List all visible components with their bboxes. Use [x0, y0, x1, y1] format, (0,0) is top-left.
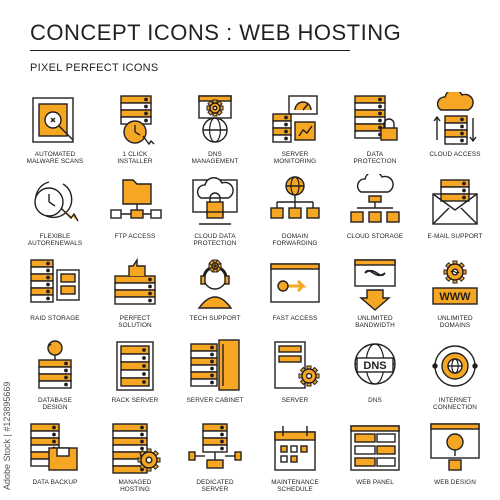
icon-card: FTP ACCESS — [95, 170, 175, 252]
page-subtitle: PIXEL PERFECT ICONS — [30, 62, 159, 74]
domain-forwarding-icon — [267, 174, 323, 230]
icon-card: CLOUD STORAGE — [335, 170, 415, 252]
icon-card: MAINTENANCE SCHEDULE — [255, 416, 335, 498]
icon-label: SERVER CABINET — [186, 397, 244, 404]
icon-card: CLOUD DATA PROTECTION — [175, 170, 255, 252]
server-icon — [267, 338, 323, 394]
icon-card: TECH SUPPORT — [175, 252, 255, 334]
icon-card: SERVER CABINET — [175, 334, 255, 416]
managed-hosting-icon — [107, 420, 163, 476]
ftp-access-icon — [107, 174, 163, 230]
unlimited-bandwidth-icon — [347, 256, 403, 312]
icon-label: WEB DESIGN — [434, 479, 476, 486]
icon-label: DATA BACKUP — [32, 479, 78, 486]
icon-label: RAID STORAGE — [30, 315, 80, 322]
dedicated-server-icon — [187, 420, 243, 476]
icon-label: MANAGED HOSTING — [118, 479, 152, 494]
icon-card: SERVER — [255, 334, 335, 416]
page-title: CONCEPT ICONS : WEB HOSTING — [30, 20, 402, 45]
icon-label: 1 CLICK INSTALLER — [117, 151, 153, 166]
click-installer-icon — [107, 92, 163, 148]
maintenance-schedule-icon — [267, 420, 323, 476]
cloud-access-icon — [427, 92, 483, 148]
icon-label: FAST ACCESS — [272, 315, 318, 322]
icon-label: INTERNET CONNECTION — [433, 397, 477, 412]
dns-text: DNS — [363, 360, 386, 372]
raid-storage-icon — [27, 256, 83, 312]
icon-label: TECH SUPPORT — [189, 315, 241, 322]
email-support-icon — [427, 174, 483, 230]
dns-icon: DNS — [347, 338, 403, 394]
icon-card: FLEXIBLE AUTORENEWALS — [15, 170, 95, 252]
icon-label: DOMAIN FORWARDING — [272, 233, 318, 248]
icon-label: FLEXIBLE AUTORENEWALS — [27, 233, 83, 248]
icon-label: UNLIMITED BANDWIDTH — [355, 315, 395, 330]
icon-label: SERVER MONITORING — [273, 151, 317, 166]
icon-card: E-MAIL SUPPORT — [415, 170, 495, 252]
icon-card: WEB PANEL — [335, 416, 415, 498]
icon-card: WWW UNLIMITED DOMAINS — [415, 252, 495, 334]
web-panel-icon — [347, 420, 403, 476]
icon-label: UNLIMITED DOMAINS — [437, 315, 473, 330]
icon-label: DNS MANAGEMENT — [191, 151, 239, 166]
malware-scan-icon — [27, 92, 83, 148]
autorenewals-icon — [27, 174, 83, 230]
cloud-storage-icon — [347, 174, 403, 230]
fast-access-icon — [267, 256, 323, 312]
icon-card: DNS MANAGEMENT — [175, 88, 255, 170]
www-text: WWW — [439, 291, 471, 303]
dns-management-icon — [187, 92, 243, 148]
tech-support-icon — [187, 256, 243, 312]
icon-card: DEDICATED SERVER — [175, 416, 255, 498]
unlimited-domains-icon: WWW — [427, 256, 483, 312]
icon-label: CLOUD STORAGE — [346, 233, 404, 240]
rack-server-icon — [107, 338, 163, 394]
internet-connection-icon — [427, 338, 483, 394]
icon-label: E-MAIL SUPPORT — [427, 233, 483, 240]
icon-card: 1 CLICK INSTALLER — [95, 88, 175, 170]
icon-label: CLOUD ACCESS — [429, 151, 481, 158]
icon-card: DNS DNS — [335, 334, 415, 416]
data-protection-icon — [347, 92, 403, 148]
icon-label: CLOUD DATA PROTECTION — [193, 233, 237, 248]
icon-label: DATA PROTECTION — [353, 151, 397, 166]
icon-label: AUTOMATED MALWARE SCANS — [26, 151, 84, 166]
icon-card: SERVER MONITORING — [255, 88, 335, 170]
web-design-icon — [427, 420, 483, 476]
server-monitoring-icon — [267, 92, 323, 148]
icon-card: CLOUD ACCESS — [415, 88, 495, 170]
icon-card: PERFECT SOLUTION — [95, 252, 175, 334]
icon-label: PERFECT SOLUTION — [118, 315, 152, 330]
icon-card: DOMAIN FORWARDING — [255, 170, 335, 252]
icon-label: WEB PANEL — [356, 479, 394, 486]
icon-card: FAST ACCESS — [255, 252, 335, 334]
icon-label: DATABASE DESIGN — [38, 397, 72, 412]
icon-card: DATA BACKUP — [15, 416, 95, 498]
icon-label: DNS — [368, 397, 382, 404]
icon-card: RACK SERVER — [95, 334, 175, 416]
stock-watermark-text: Adobe Stock | #123895669 — [2, 381, 12, 490]
icon-label: DEDICATED SERVER — [196, 479, 234, 494]
icon-label: MAINTENANCE SCHEDULE — [271, 479, 319, 494]
server-cabinet-icon — [187, 338, 243, 394]
icon-card: AUTOMATED MALWARE SCANS — [15, 88, 95, 170]
perfect-solution-icon — [107, 256, 163, 312]
icon-card: DATA PROTECTION — [335, 88, 415, 170]
icon-card: UNLIMITED BANDWIDTH — [335, 252, 415, 334]
icon-card: INTERNET CONNECTION — [415, 334, 495, 416]
icon-label: SERVER — [281, 397, 309, 404]
icon-card: MANAGED HOSTING — [95, 416, 175, 498]
icon-card: RAID STORAGE — [15, 252, 95, 334]
icon-grid: AUTOMATED MALWARE SCANS 1 CLICK INSTALLE… — [15, 88, 495, 498]
cloud-data-protection-icon — [187, 174, 243, 230]
title-underline — [30, 50, 350, 51]
data-backup-icon — [27, 420, 83, 476]
database-design-icon — [27, 338, 83, 394]
icon-card: DATABASE DESIGN — [15, 334, 95, 416]
icon-label: RACK SERVER — [111, 397, 159, 404]
icon-label: FTP ACCESS — [114, 233, 156, 240]
icon-card: WEB DESIGN — [415, 416, 495, 498]
